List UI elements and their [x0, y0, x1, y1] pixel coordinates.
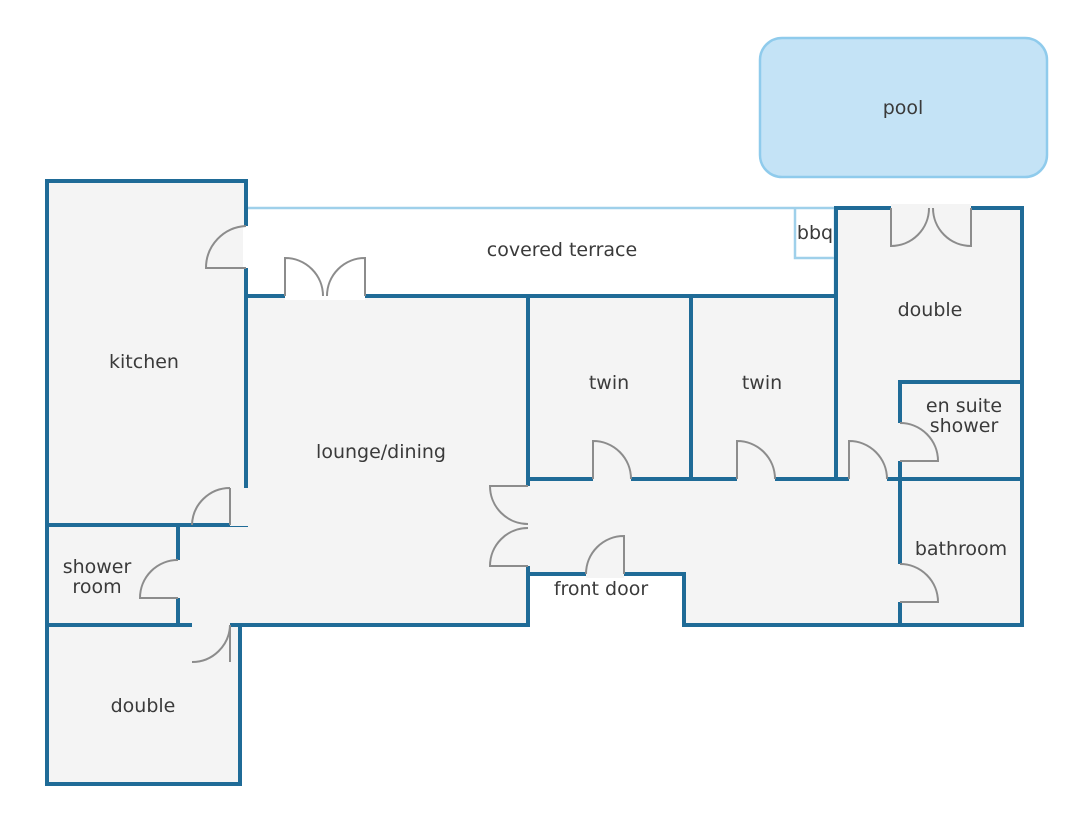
door-lounge-hall-bottom [488, 527, 529, 567]
en-suite-label-line1: en suite [926, 395, 1002, 417]
door-kitchen-hall [191, 487, 231, 526]
door-double-terrace-left [890, 207, 930, 248]
en-suite-label-line2: shower [930, 415, 999, 437]
floor-fills [47, 181, 1022, 784]
pool-label: pool [883, 97, 924, 119]
doors [138, 204, 972, 663]
door-kitchen-terrace [204, 225, 247, 269]
door-lounge-terrace-left [284, 256, 324, 297]
lounge-dining-label: lounge/dining [316, 441, 446, 463]
door-twin-1 [592, 439, 632, 480]
kitchen-label: kitchen [109, 351, 179, 373]
door-lounge-terrace-right [326, 256, 366, 297]
door-shower-room [138, 559, 179, 599]
door-bathroom [899, 563, 940, 603]
door-double-right-hall [848, 439, 888, 480]
door-en-suite [899, 422, 940, 462]
door-twin-2 [736, 439, 776, 480]
double-right-label: double [898, 299, 963, 321]
bbq-label: bbq [797, 222, 833, 244]
shower-room-label-line1: shower [63, 556, 132, 578]
door-front [585, 534, 625, 575]
twin-1-label: twin [589, 372, 629, 394]
front-door-label: front door [554, 578, 649, 600]
covered-terrace-label: covered terrace [487, 239, 637, 261]
room-labels: pool covered terrace bbq kitchen lounge/… [63, 97, 1007, 717]
double-left-label: double [111, 695, 176, 717]
door-lounge-hall-top [488, 485, 529, 525]
bbq-area [793, 208, 835, 260]
twin-2-label: twin [742, 372, 782, 394]
shower-room-label-line2: room [72, 576, 121, 598]
door-double-left [191, 624, 231, 663]
pool-area [758, 36, 1049, 179]
bathroom-label: bathroom [915, 538, 1007, 560]
door-double-terrace-right [932, 207, 972, 248]
